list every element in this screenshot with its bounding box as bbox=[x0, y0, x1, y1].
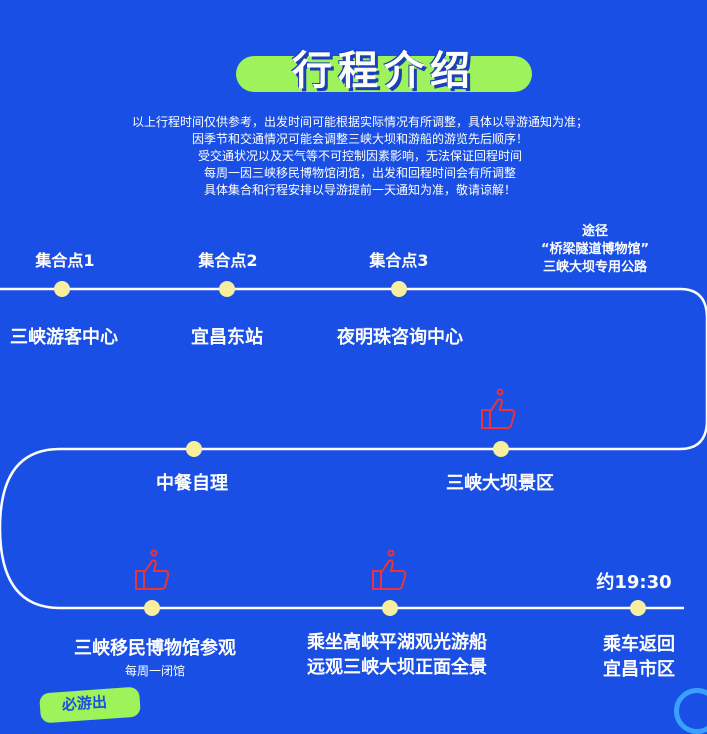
thumbs-up-icon bbox=[369, 549, 409, 593]
note-line: 具体集合和行程安排以导游提前一天通知为准，敬请谅解！ bbox=[203, 183, 516, 197]
museum-label: 三峡移民博物馆参观 bbox=[74, 638, 236, 659]
notes-block: 以上行程时间仅供参考，出发时间可能根据实际情况有所调整，具体以导游通知为准； 因… bbox=[40, 114, 680, 199]
thumbs-up-icon bbox=[132, 549, 172, 593]
stop-dot bbox=[186, 441, 202, 457]
stop-dot bbox=[144, 600, 160, 616]
cruise-line-1: 乘坐高峡平湖观光游船 bbox=[307, 632, 487, 653]
lunch-label: 中餐自理 bbox=[156, 473, 228, 494]
return-time: 约19:30 bbox=[596, 572, 672, 593]
thumbs-up-icon bbox=[478, 388, 518, 432]
meet-point-1-label: 集合点1 bbox=[35, 251, 95, 270]
via-line-1: “桥梁隧道博物馆” bbox=[540, 242, 650, 257]
meet-point-2-label: 集合点2 bbox=[198, 251, 258, 270]
stop-dot bbox=[630, 600, 646, 616]
via-title: 途径 bbox=[581, 224, 608, 239]
title-banner: 行程介绍 bbox=[236, 38, 532, 94]
stop-dot bbox=[54, 281, 70, 297]
note-line: 受交通状况以及天气等不可控制因素影响，无法保证回程时间 bbox=[197, 149, 522, 163]
stop-dot bbox=[391, 281, 407, 297]
via-line-2: 三峡大坝专用公路 bbox=[542, 260, 647, 275]
route-track bbox=[0, 287, 707, 610]
page-title: 行程介绍 bbox=[292, 48, 476, 94]
note-line: 以上行程时间仅供参考，出发时间可能根据实际情况有所调整，具体以导游通知为准； bbox=[131, 115, 588, 129]
bottom-badge: 必游出 bbox=[39, 686, 141, 724]
dam-label: 三峡大坝景区 bbox=[446, 473, 554, 494]
museum-block: 三峡移民博物馆参观 每周一闭馆 bbox=[60, 634, 250, 679]
meet-point-1-place: 三峡游客中心 bbox=[10, 327, 118, 348]
cruise-block: 乘坐高峡平湖观光游船 远观三峡大坝正面全景 bbox=[282, 630, 512, 680]
meet-point-3-place: 夜明珠咨询中心 bbox=[337, 327, 463, 348]
museum-note: 每周一闭馆 bbox=[124, 664, 185, 678]
stop-dot bbox=[382, 600, 398, 616]
stop-dot bbox=[219, 281, 235, 297]
note-line: 每周一因三峡移民博物馆闭馆，出发和回程时间会有所调整 bbox=[203, 166, 516, 180]
meet-point-3-label: 集合点3 bbox=[369, 251, 429, 270]
return-line-1: 乘车返回 bbox=[603, 634, 675, 655]
meet-point-2-place: 宜昌东站 bbox=[191, 327, 263, 348]
decor-circle bbox=[674, 688, 707, 734]
cruise-line-2: 远观三峡大坝正面全景 bbox=[307, 657, 487, 678]
via-block: 途径 “桥梁隧道博物馆” 三峡大坝专用公路 bbox=[520, 223, 670, 277]
return-line-2: 宜昌市区 bbox=[603, 659, 675, 680]
note-line: 因季节和交通情况可能会调整三峡大坝和游船的游览先后顺序！ bbox=[191, 132, 528, 146]
return-block: 乘车返回 宜昌市区 bbox=[584, 632, 694, 682]
title-pill bbox=[236, 56, 532, 92]
stop-dot bbox=[493, 441, 509, 457]
